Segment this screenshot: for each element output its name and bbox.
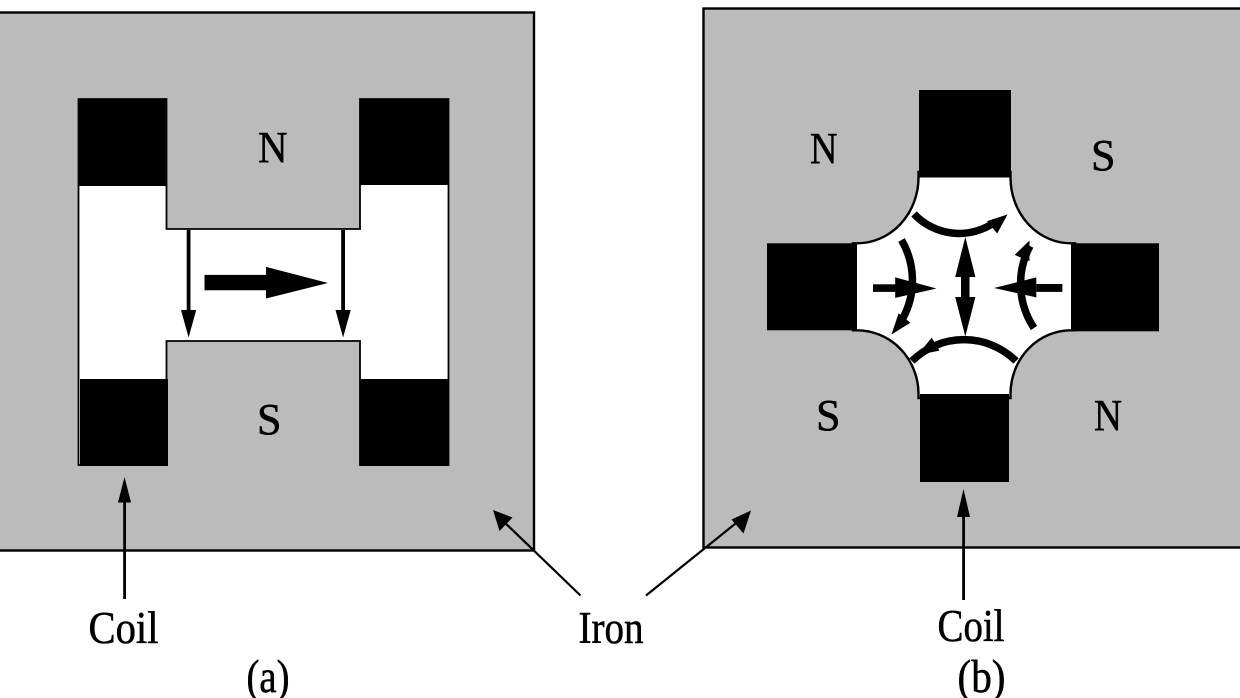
svg-text:N: N (258, 123, 288, 172)
svg-text:N: N (1094, 391, 1122, 440)
svg-text:Coil: Coil (89, 603, 159, 653)
svg-text:S: S (257, 395, 281, 444)
svg-text:S: S (816, 391, 840, 440)
svg-text:(a): (a) (247, 651, 290, 698)
svg-text:N: N (810, 124, 838, 173)
svg-text:(b): (b) (958, 651, 1006, 698)
svg-text:S: S (1091, 131, 1115, 180)
svg-text:Coil: Coil (938, 601, 1005, 651)
svg-text:Iron: Iron (579, 603, 644, 653)
